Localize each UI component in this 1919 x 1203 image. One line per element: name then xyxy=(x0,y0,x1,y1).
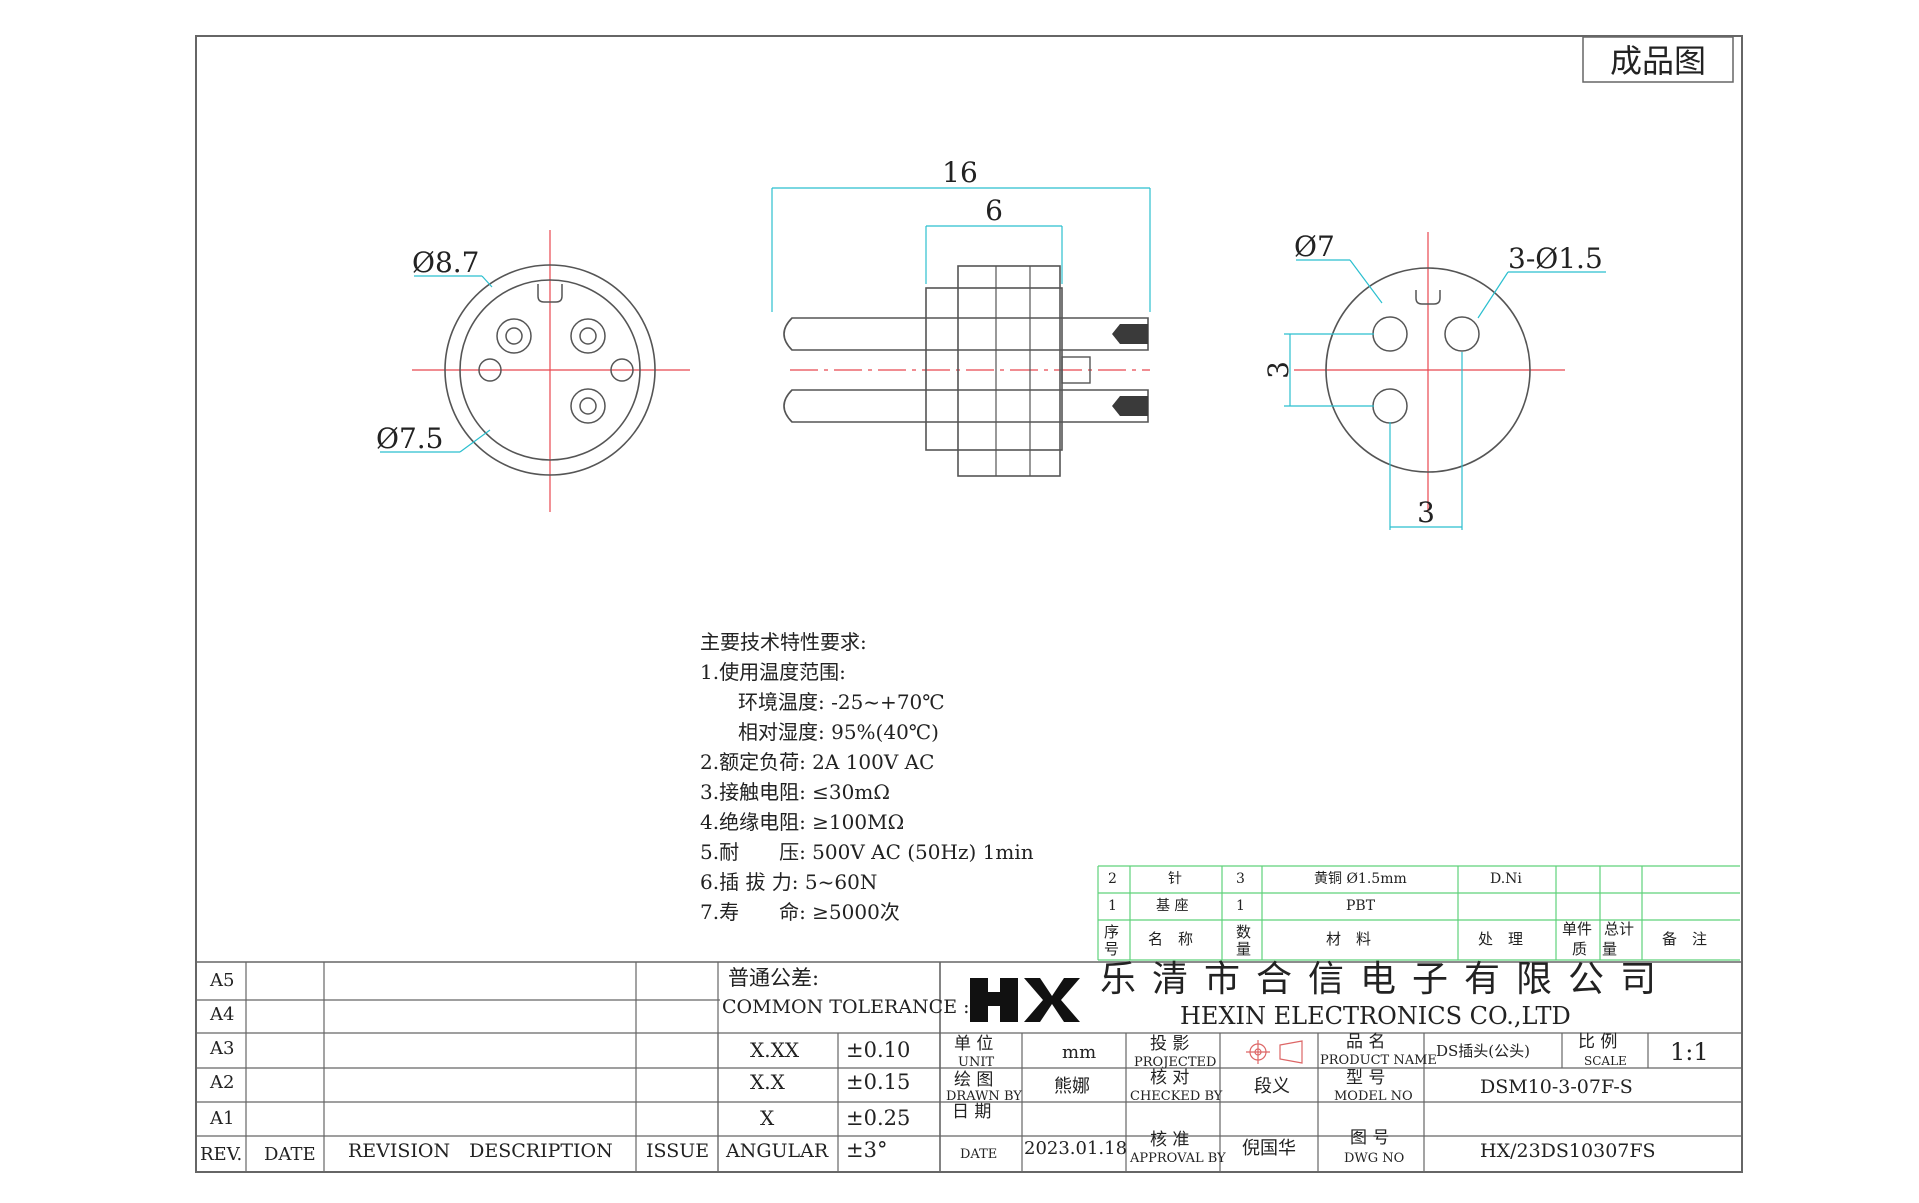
model-value: DSM10-3-07F-S xyxy=(1480,1076,1633,1098)
bom-header-remark: 备 注 xyxy=(1662,930,1708,948)
title-stamp-box xyxy=(1582,36,1734,83)
requirement-line: 5.耐 压: 500V AC (50Hz) 1min xyxy=(700,840,1034,864)
bom-row-no: 2 xyxy=(1108,871,1117,887)
revision-label: A4 xyxy=(210,1004,235,1025)
dim-total-length: 16 xyxy=(942,156,978,189)
revision-header-date: DATE xyxy=(264,1144,316,1165)
tolerance-label: X.XX xyxy=(750,1038,800,1062)
product-name-en: PRODUCT NAME xyxy=(1320,1053,1437,1068)
tolerance-title-en: COMMON TOLERANCE : xyxy=(722,996,970,1018)
company-name-en: HEXIN ELECTRONICS CO.,LTD xyxy=(1180,1002,1571,1030)
drawn-cn: 绘 图 xyxy=(954,1070,994,1090)
revision-label: A3 xyxy=(210,1038,235,1059)
company-logo xyxy=(970,978,1080,1022)
date-cn: 日 期 xyxy=(952,1102,992,1122)
unit-label-cn: 单 位 xyxy=(954,1034,994,1054)
tolerance-title-cn: 普通公差: xyxy=(728,966,820,990)
rear-view: Ø7 3-Ø1.5 3 3 xyxy=(1262,230,1606,530)
dim-front-outer-dia: Ø8.7 xyxy=(412,246,479,279)
tolerance-value: ±3° xyxy=(846,1138,888,1162)
date-en: DATE xyxy=(960,1147,998,1162)
bom-header-total-weight: 总计 xyxy=(1604,920,1635,938)
model-en: MODEL NO xyxy=(1334,1089,1413,1104)
bom-header-qty: 数量 xyxy=(1236,923,1252,958)
dwg-value: HX/23DS10307FS xyxy=(1480,1140,1656,1162)
revision-label: A5 xyxy=(210,970,235,991)
tolerance-label: X xyxy=(760,1106,775,1130)
requirement-line: 1.使用温度范围: xyxy=(700,660,846,684)
requirements-heading: 主要技术特性要求: xyxy=(700,630,867,654)
dwg-cn: 图 号 xyxy=(1350,1128,1390,1148)
dim-pin-holes: 3-Ø1.5 xyxy=(1508,242,1603,275)
revision-label: A1 xyxy=(210,1108,235,1129)
tolerance-label: X.X xyxy=(750,1070,785,1094)
bom-row-treatment: D.Ni xyxy=(1490,871,1522,887)
title-stamp: 成品图 xyxy=(1610,42,1706,80)
bom-row-no: 1 xyxy=(1108,898,1117,914)
checked-value: 段义 xyxy=(1254,1076,1290,1097)
model-cn: 型 号 xyxy=(1346,1068,1386,1088)
front-outer-circle xyxy=(444,264,656,476)
bom-row-material: 黄铜 Ø1.5mm xyxy=(1314,871,1407,887)
bom-header-no: 序号 xyxy=(1104,923,1120,958)
dim-flange-length: 6 xyxy=(985,194,1003,227)
product-name-cn: 品 名 xyxy=(1346,1032,1386,1052)
requirement-line: 3.接触电阻: ≤30mΩ xyxy=(700,780,890,804)
checked-en: CHECKED BY xyxy=(1130,1089,1223,1104)
requirement-line: 相对湿度: 95%(40℃) xyxy=(738,720,939,744)
scale-value: 1:1 xyxy=(1670,1038,1709,1066)
bom-table xyxy=(1097,865,1740,961)
bom-header-material: 材 料 xyxy=(1326,930,1372,948)
side-view: 16 6 xyxy=(771,156,1151,477)
drawn-value: 熊娜 xyxy=(1054,1076,1090,1097)
bom-header-weight: 质 量 xyxy=(1572,940,1618,958)
requirement-line: 4.绝缘电阻: ≥100MΩ xyxy=(700,810,905,834)
front-view: Ø8.7 Ø7.5 xyxy=(376,230,690,512)
approval-en: APPROVAL BY xyxy=(1130,1151,1226,1166)
revision-header-issue: ISSUE xyxy=(646,1140,710,1162)
tolerance-value: ±0.25 xyxy=(846,1106,911,1130)
dim-front-inner-dia: Ø7.5 xyxy=(376,422,443,455)
dim-pin-pitch-vertical: 3 xyxy=(1262,361,1295,379)
dim-rear-dia: Ø7 xyxy=(1294,230,1335,263)
front-inner-circle xyxy=(459,279,641,461)
bom-row-qty: 3 xyxy=(1236,871,1245,887)
requirement-line: 环境温度: -25~+70℃ xyxy=(738,690,945,714)
projection-symbol-icon xyxy=(1246,1040,1303,1064)
approval-cn: 核 准 xyxy=(1150,1130,1190,1150)
bom-row-material: PBT xyxy=(1346,898,1376,914)
requirement-line: 6.插 拔 力: 5~60N xyxy=(700,870,878,894)
dim-pin-pitch-horizontal: 3 xyxy=(1417,496,1435,529)
projected-cn: 投 影 xyxy=(1150,1034,1190,1054)
revision-header-desc: REVISION DESCRIPTION xyxy=(348,1140,613,1162)
approval-value: 倪国华 xyxy=(1242,1138,1296,1159)
tolerance-label: ANGULAR xyxy=(726,1140,829,1162)
revision-header-rev: REV. xyxy=(200,1144,243,1165)
bom-row-name: 基 座 xyxy=(1156,898,1189,914)
bom-header-name: 名 称 xyxy=(1148,930,1194,948)
dwg-en: DWG NO xyxy=(1344,1151,1405,1166)
company-name-cn: 乐清市合信电子有限公司 xyxy=(1100,959,1673,1000)
unit-value: mm xyxy=(1062,1042,1097,1063)
tolerance-value: ±0.15 xyxy=(846,1070,911,1094)
requirement-line: 2.额定负荷: 2A 100V AC xyxy=(700,750,935,774)
tolerance-value: ±0.10 xyxy=(846,1038,911,1062)
projected-en: PROJECTED xyxy=(1134,1055,1217,1070)
bom-row-qty: 1 xyxy=(1236,898,1245,914)
bom-row-name: 针 xyxy=(1168,871,1182,887)
drawing-border xyxy=(195,35,1743,1173)
bom-header-unit-weight: 单件 xyxy=(1562,920,1593,938)
scale-en: SCALE xyxy=(1584,1054,1627,1068)
revision-label: A2 xyxy=(210,1072,235,1093)
requirement-line: 7.寿 命: ≥5000次 xyxy=(700,900,900,924)
scale-cn: 比 例 xyxy=(1578,1032,1618,1052)
title-block-grid xyxy=(195,961,1743,1172)
drawn-en: DRAWN BY xyxy=(946,1089,1022,1104)
unit-label-en: UNIT xyxy=(958,1055,995,1070)
product-name-value: DS插头(公头) xyxy=(1436,1042,1531,1060)
bom-header-treatment: 处 理 xyxy=(1478,930,1524,948)
checked-cn: 核 对 xyxy=(1150,1068,1190,1088)
date-value: 2023.01.18 xyxy=(1024,1138,1128,1159)
